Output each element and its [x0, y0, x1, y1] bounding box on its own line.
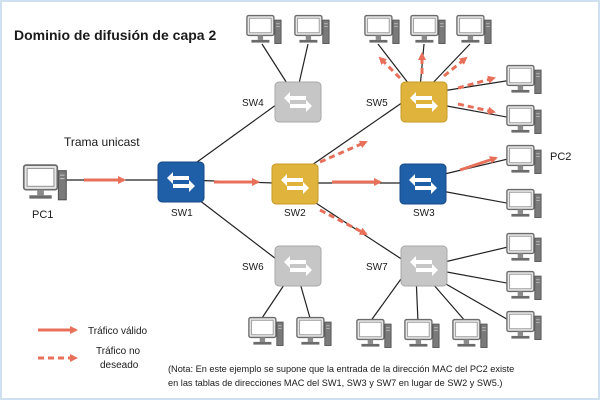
link-sw4-pc: [261, 43, 291, 89]
link-sw5-pc: [377, 43, 413, 89]
link-sw3-pc2: [435, 157, 513, 177]
pc1-label: PC1: [32, 209, 53, 221]
link-sw5-pc: [435, 103, 513, 119]
sw5-label: SW5: [366, 98, 388, 109]
valid-traffic-arrows: [84, 156, 498, 186]
pc2-label: PC2: [550, 151, 571, 163]
sw4-label: SW4: [242, 98, 264, 109]
link-sw3-pc: [435, 189, 513, 205]
link-sw5-pc: [435, 79, 513, 93]
sw1-label: SW1: [171, 208, 193, 219]
link-sw7-pc: [435, 245, 513, 265]
legend-valid-label: Tráfico válido: [88, 326, 148, 337]
arrow-sw5-pc: [457, 102, 496, 115]
sw3-label: SW3: [413, 208, 435, 219]
link-sw5-pc: [427, 43, 471, 89]
link-sw4-pc: [297, 43, 309, 89]
switch-sw7: [400, 245, 448, 287]
arrow-sw5-pc: [378, 56, 402, 80]
arrow-sw2-sw7: [319, 208, 368, 236]
link-sw5-pc: [419, 43, 425, 89]
link-sw2-sw5: [295, 99, 407, 177]
arrow-sw5-pc: [457, 75, 496, 90]
sw6-label: SW6: [242, 262, 264, 273]
legend: Tráfico válido Tráfico no deseado: [38, 326, 148, 371]
switch-sw5: [400, 81, 448, 123]
arrow-sw5-pc: [443, 56, 468, 78]
legend-unwanted-label-2: deseado: [100, 360, 139, 371]
note-line-2: en las tablas de direcciones MAC del SW1…: [168, 378, 502, 388]
sw2-label: SW2: [284, 208, 306, 219]
switch-sw3: [399, 163, 447, 205]
switch-sw6: [274, 245, 322, 287]
diagram-title: Dominio de difusión de capa 2: [14, 27, 216, 43]
sw7-label: SW7: [366, 262, 388, 273]
frame-label: Trama unicast: [64, 135, 140, 149]
switch-sw2: [271, 163, 319, 205]
switch-sw1: [157, 161, 205, 203]
switch-sw4: [274, 81, 322, 123]
note-line-1: (Nota: En este ejemplo se supone que la …: [168, 364, 514, 374]
unwanted-traffic-arrows: [319, 52, 496, 236]
link-sw7-pc: [369, 271, 407, 323]
link-sw1-sw4: [185, 101, 281, 171]
arrow-sw2-sw5: [319, 140, 368, 164]
legend-unwanted-label-1: Tráfico no: [96, 346, 141, 357]
link-sw7-pc: [435, 269, 513, 285]
arrow-sw3-pc2: [459, 156, 498, 172]
